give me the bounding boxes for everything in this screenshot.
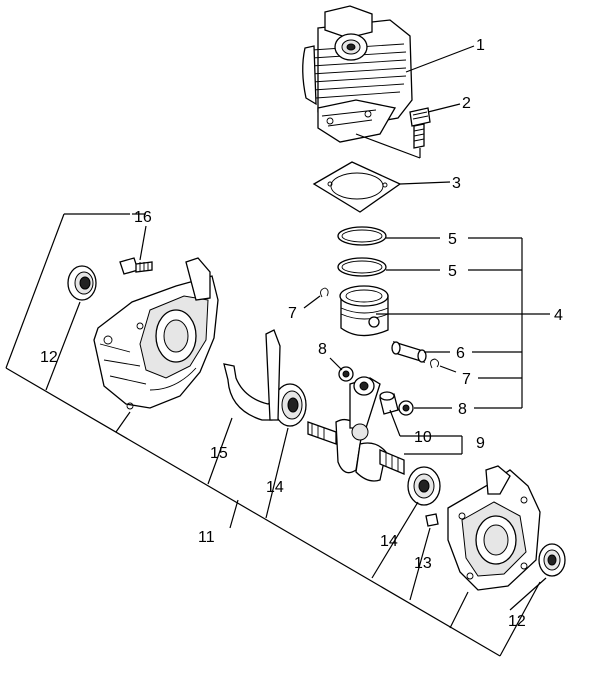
callout-12-left: 12 (40, 349, 58, 366)
callout-8-right: 8 (458, 401, 467, 418)
callout-1: 1 (476, 37, 485, 54)
callout-4: 4 (554, 307, 563, 324)
thrust-washer-left (338, 366, 354, 382)
piston (339, 285, 389, 337)
thrust-washer-right (398, 400, 414, 416)
callout-13: 13 (414, 555, 432, 572)
piston-ring-lower (337, 257, 387, 277)
callout-7-right: 7 (462, 371, 471, 388)
callout-14-right: 14 (380, 533, 398, 550)
crankcase-bolt (119, 257, 153, 275)
cylinder-gasket (312, 161, 402, 213)
callout-12-right: 12 (508, 613, 526, 630)
callout-5-lower: 5 (448, 263, 457, 280)
piston-pin (391, 341, 427, 363)
crankshaft (307, 376, 405, 482)
bearing-left (273, 383, 307, 427)
piston-ring-upper (337, 226, 387, 246)
crankcase-gasket (223, 329, 281, 421)
cylinder (302, 5, 413, 143)
callout-7-left: 7 (288, 305, 297, 322)
callout-14-left: 14 (266, 479, 284, 496)
leader-lines (5, 45, 550, 657)
crankcase-right-half (447, 465, 541, 591)
callout-16: 16 (134, 209, 152, 226)
callout-10: 10 (414, 429, 432, 446)
callout-11: 11 (198, 529, 215, 546)
needle-bearing (379, 391, 399, 415)
circlip-right (430, 358, 440, 369)
callout-6: 6 (456, 345, 465, 362)
callout-3: 3 (452, 175, 461, 192)
bearing-right (407, 466, 441, 506)
callout-8-left: 8 (318, 341, 327, 358)
callout-15: 15 (210, 445, 228, 462)
dowel-pin (425, 513, 439, 527)
callout-9: 9 (476, 435, 485, 452)
callout-2: 2 (462, 95, 471, 112)
crankcase-left-half (93, 257, 219, 410)
oil-seal-left (67, 265, 97, 301)
cylinder-bolt (409, 107, 431, 149)
callout-5-upper: 5 (448, 231, 457, 248)
circlip-left (320, 287, 329, 298)
oil-seal-right (538, 543, 566, 577)
